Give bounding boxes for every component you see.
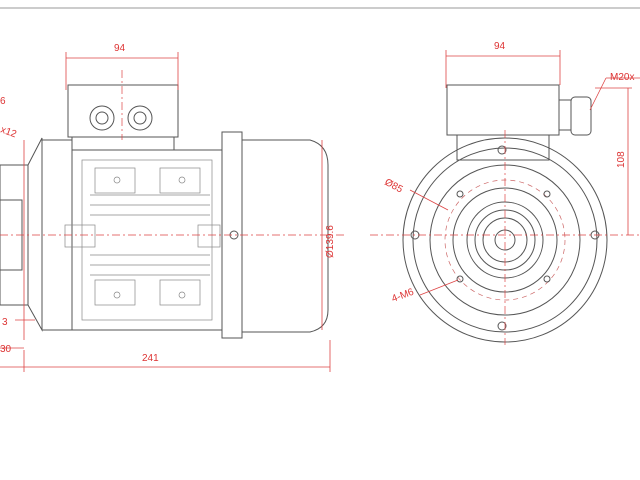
flange-thickness-label: 3 — [2, 317, 8, 328]
partial-label-1: 6 — [0, 96, 6, 107]
partial-label-2: x12 — [0, 124, 18, 140]
height-label: 108 — [616, 151, 627, 168]
cable-gland-label: M20x — [610, 72, 634, 83]
side-view: 94 241 3 30 6 x12 Ø139.6 — [0, 43, 345, 372]
side-width-label: 94 — [114, 43, 126, 54]
overall-length-label: 241 — [142, 353, 159, 364]
diameter-label: Ø139.6 — [325, 225, 336, 258]
mounting-holes-label: 4-M6 — [390, 287, 416, 305]
front-width-label: 94 — [494, 41, 506, 52]
shaft-length-label: 30 — [0, 344, 12, 355]
pitch-diameter-label: Ø85 — [383, 177, 405, 196]
front-view: 94 M20x 108 Ø85 4-M6 — [370, 41, 640, 345]
